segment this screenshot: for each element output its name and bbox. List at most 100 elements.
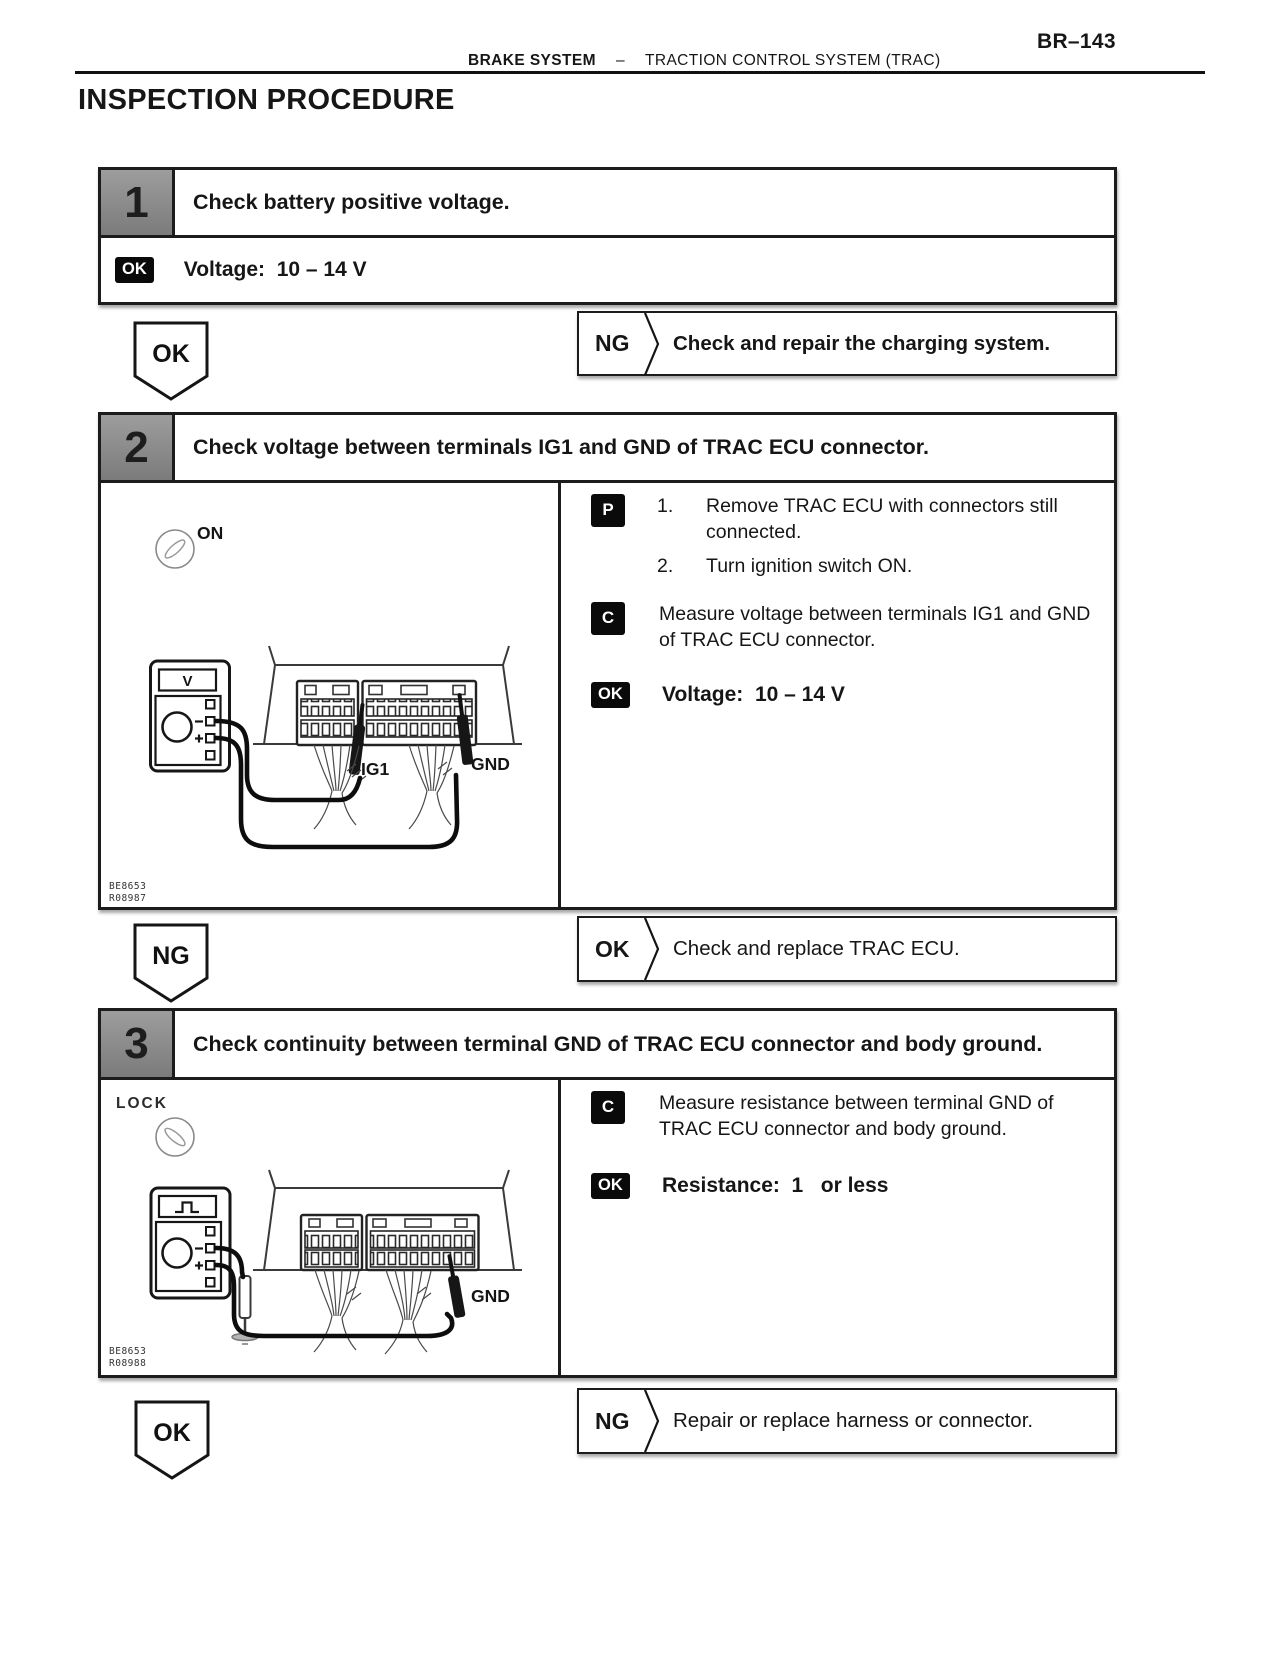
- ignition-switch-icon: [155, 1117, 195, 1157]
- page-title: INSPECTION PROCEDURE: [78, 84, 455, 116]
- ignition-switch-icon: [155, 529, 195, 569]
- page-number: BR–143: [1037, 30, 1116, 53]
- step2-title: Check voltage between terminals IG1 and …: [193, 435, 929, 459]
- plus-mark: [195, 734, 203, 743]
- ecu-connector-icon: [299, 1213, 480, 1272]
- switch-position-label: LOCK: [116, 1095, 168, 1112]
- wire-bundle-icon: [408, 744, 455, 830]
- ok-badge: OK: [115, 257, 154, 283]
- ecu-connector-icon: [295, 679, 478, 747]
- step3-title: Check continuity between terminal GND of…: [193, 1031, 1043, 1056]
- check-item: C Measure voltage between terminals IG1 …: [591, 601, 1104, 653]
- spec-text: Resistance: 1 or less: [662, 1173, 889, 1197]
- wire-bundle-icon: [384, 1269, 432, 1355]
- test-lead-wire: [213, 1245, 246, 1280]
- step3-header: 3 Check continuity between terminal GND …: [101, 1011, 1114, 1080]
- figure-code: BE8653: [109, 1346, 146, 1357]
- step1-spec-text: Voltage: 10 – 14 V: [183, 258, 367, 281]
- ok-badge: OK: [591, 682, 630, 708]
- step3-ok-arrow: OK: [134, 1400, 210, 1482]
- wire-bundle-icon: [313, 1269, 362, 1353]
- down-arrow-pentagon-icon: OK: [133, 321, 209, 401]
- step2-box: 2 Check voltage between terminals IG1 an…: [98, 412, 1117, 910]
- ohmmeter-icon: [149, 1186, 232, 1300]
- switch-position-label: ON: [197, 523, 223, 543]
- ok-spec: OK Voltage: 10 – 14 V: [591, 681, 1104, 708]
- svg-text:OK: OK: [152, 340, 190, 368]
- step1-ok-arrow: OK: [133, 321, 209, 403]
- wire-bundle-icon: [313, 744, 367, 830]
- branch-label: OK: [595, 935, 630, 962]
- down-arrow-pentagon-icon: OK: [134, 1400, 210, 1480]
- item-number: 2.: [657, 555, 674, 577]
- plus-mark: [195, 1261, 203, 1270]
- step3-number: 3: [101, 1011, 175, 1077]
- test-lead-wire: [213, 735, 460, 850]
- step2-number: 2: [101, 415, 175, 480]
- prepare-item: P 1. Remove TRAC ECU with connectors sti…: [591, 493, 1104, 545]
- probe-icon: [456, 693, 474, 765]
- step1-header: 1 Check battery positive voltage.: [101, 170, 1114, 238]
- check-badge: C: [591, 602, 625, 635]
- terminal-label-gnd: GND: [471, 1286, 510, 1306]
- step2-figure: ON V: [101, 483, 561, 910]
- step1-spec-row: OK Voltage: 10 – 14 V: [101, 238, 1114, 302]
- terminal-label-ig1: IG1: [361, 759, 389, 779]
- test-lead-wire: [213, 1262, 455, 1339]
- check-item: C Measure resistance between terminal GN…: [591, 1090, 1104, 1142]
- terminal-label-gnd: GND: [471, 754, 510, 774]
- step3-figure-drawing: LOCK: [109, 1095, 522, 1369]
- header-rule: [75, 71, 1205, 74]
- ok-badge: OK: [591, 1173, 630, 1199]
- item-text: Turn ignition switch ON.: [706, 555, 913, 577]
- step1-ng-branch: NG Check and repair the charging system.: [577, 311, 1117, 376]
- trac-ecu-outline: [253, 645, 522, 745]
- branch-label: NG: [595, 1407, 630, 1434]
- down-arrow-pentagon-icon: NG: [133, 923, 209, 1003]
- probe-icon: [348, 703, 366, 775]
- step2-instructions: P 1. Remove TRAC ECU with connectors sti…: [561, 483, 1114, 910]
- check-text: Measure resistance between terminal GND …: [659, 1092, 1054, 1140]
- svg-text:OK: OK: [153, 1419, 191, 1447]
- voltmeter-icon: V: [149, 659, 231, 773]
- item-text: Remove TRAC ECU with connectors still co…: [706, 495, 1058, 543]
- step2-ok-branch: OK Check and replace TRAC ECU.: [577, 916, 1117, 982]
- test-lead-wire: [213, 718, 363, 803]
- step1-title: Check battery positive voltage.: [193, 190, 510, 214]
- ok-spec: OK Resistance: 1 or less: [591, 1172, 1104, 1199]
- branch-action-text: Check and replace TRAC ECU.: [673, 937, 960, 960]
- branch-action-text: Check and repair the charging system.: [673, 331, 1051, 355]
- prepare-badge: P: [591, 494, 625, 527]
- step3-box: 3 Check continuity between terminal GND …: [98, 1008, 1117, 1378]
- step1-box: 1 Check battery positive voltage. OK Vol…: [98, 167, 1117, 305]
- section-name: BRAKE SYSTEM: [468, 52, 596, 69]
- branch-chevron-icon: [643, 918, 660, 980]
- step3-figure: LOCK: [101, 1080, 561, 1375]
- step1-number: 1: [101, 170, 175, 235]
- figure-code: BE8653: [109, 881, 146, 892]
- figure-code: R08987: [109, 893, 146, 904]
- item-number: 1.: [657, 495, 674, 517]
- trac-ecu-outline: [253, 1169, 522, 1271]
- step3-body: LOCK: [101, 1080, 1114, 1375]
- branch-label: NG: [595, 330, 630, 356]
- branch-chevron-icon: [643, 1390, 660, 1452]
- section-separator: –: [615, 52, 625, 69]
- step2-figure-drawing: ON V: [109, 523, 522, 904]
- check-text: Measure voltage between terminals IG1 an…: [659, 603, 1091, 651]
- spec-text: Voltage: 10 – 14 V: [662, 682, 845, 706]
- subsection-name: TRACTION CONTROL SYSTEM (TRAC): [644, 52, 941, 69]
- prepare-item: 2. Turn ignition switch ON.: [591, 553, 1104, 579]
- figure-code: R08988: [109, 1358, 146, 1369]
- continuity-symbol-icon: [175, 1201, 199, 1214]
- check-badge: C: [591, 1091, 625, 1124]
- meter-display-label: V: [182, 673, 192, 690]
- step3-ng-branch: NG Repair or replace harness or connecto…: [577, 1388, 1117, 1454]
- svg-text:NG: NG: [152, 942, 190, 970]
- step2-body: ON V: [101, 483, 1114, 910]
- step3-instructions: C Measure resistance between terminal GN…: [561, 1080, 1114, 1375]
- step2-ng-arrow: NG: [133, 923, 209, 1005]
- probe-icon: [447, 1254, 466, 1318]
- branch-chevron-icon: [643, 312, 660, 375]
